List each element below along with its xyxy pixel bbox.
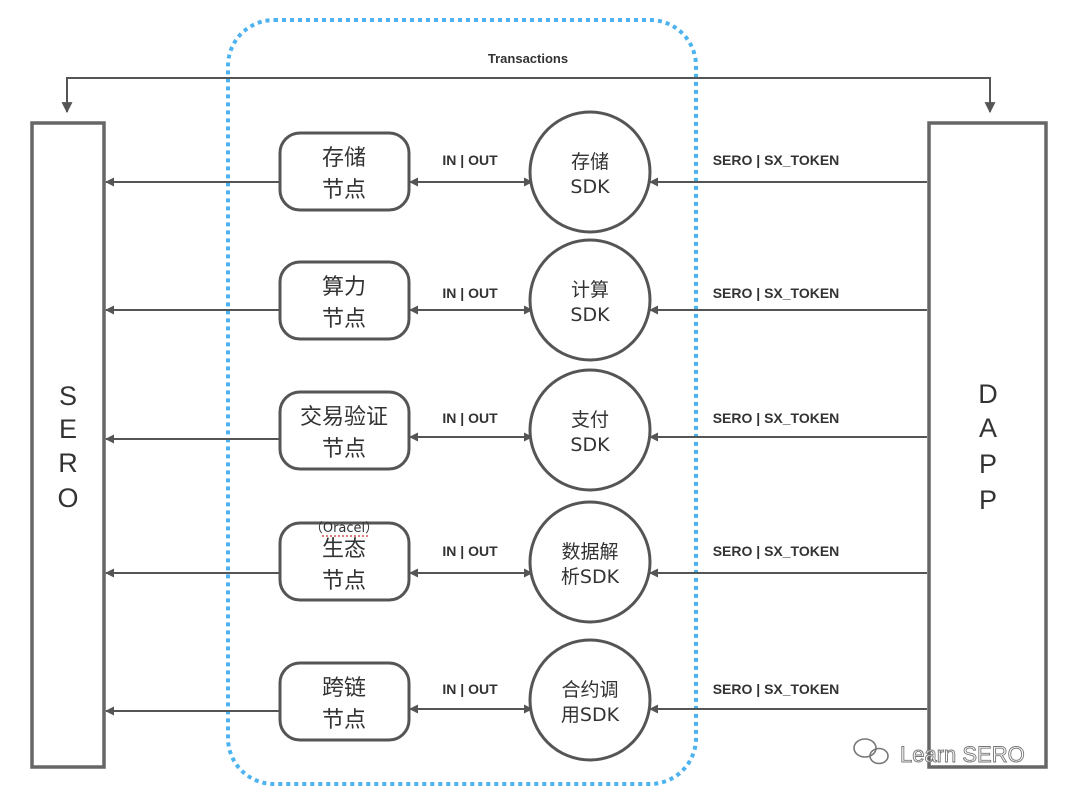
diagram-row: 跨链 节点 合约调 用SDK IN | OUT SERO | SX_TOKEN: [105, 638, 927, 762]
dapp-token-label: SERO | SX_TOKEN: [713, 681, 840, 697]
diagram-row: 存储 节点 存储 SDK IN | OUT SERO | SX_TOKEN: [105, 110, 927, 234]
diagram-row: 算力 节点 计算 SDK IN | OUT SERO | SX_TOKEN: [105, 238, 927, 362]
transactions-connector: [61, 77, 996, 114]
sdk-circle: [528, 238, 652, 362]
in-out-label: IN | OUT: [442, 152, 498, 168]
dapp-letter: D: [978, 379, 998, 409]
in-out-label: IN | OUT: [442, 681, 498, 697]
wechat-icon: [853, 738, 889, 765]
sdk-label: SDK: [570, 434, 610, 456]
dapp-token-label: SERO | SX_TOKEN: [713, 152, 840, 168]
sdk-label: 数据解: [561, 541, 618, 563]
sdk-circle: [528, 368, 652, 492]
dapp-letter: P: [979, 449, 997, 479]
dapp-token-label: SERO | SX_TOKEN: [713, 410, 840, 426]
node-label: 节点: [322, 437, 366, 462]
watermark-text: Learn SERO: [900, 742, 1025, 767]
sdk-label: SDK: [570, 304, 610, 326]
node-label: 存储: [322, 146, 366, 171]
node-label: 跨链: [322, 676, 366, 701]
in-out-label: IN | OUT: [442, 543, 498, 559]
sero-letter: E: [59, 414, 77, 444]
sdk-label: 析SDK: [561, 566, 620, 588]
transactions-label: Transactions: [488, 51, 568, 66]
oracle-tag: （Oracel）: [310, 521, 378, 536]
dapp-token-label: SERO | SX_TOKEN: [713, 285, 840, 301]
node-label: 节点: [322, 307, 366, 332]
sero-letter: O: [57, 483, 78, 513]
node-label: 节点: [322, 178, 366, 203]
diagram-row: （Oracel） 生态 节点 数据解 析SDK IN | OUT SERO | …: [105, 500, 927, 624]
node-box: [278, 131, 411, 212]
node-box: [278, 260, 411, 341]
sdk-label: 合约调: [561, 679, 618, 701]
node-label: 生态: [322, 537, 366, 562]
sdk-circle: [528, 500, 652, 624]
sdk-label: SDK: [570, 176, 610, 198]
in-out-label: IN | OUT: [442, 410, 498, 426]
node-box: [278, 661, 411, 742]
node-box: [278, 390, 411, 471]
node-label: 节点: [322, 708, 366, 733]
diagram-row: 交易验证 节点 支付 SDK IN | OUT SERO | SX_TOKEN: [105, 368, 927, 492]
dapp-token-label: SERO | SX_TOKEN: [713, 543, 840, 559]
sdk-label: 支付: [571, 409, 609, 431]
dapp-letter: A: [979, 413, 997, 443]
node-label: 交易验证: [300, 405, 388, 430]
watermark: Learn SERO: [853, 738, 1025, 767]
sdk-label: 计算: [571, 279, 609, 301]
in-out-label: IN | OUT: [442, 285, 498, 301]
node-box: [278, 521, 411, 602]
sdk-label: 用SDK: [561, 704, 620, 726]
node-label: 算力: [322, 275, 366, 300]
node-label: 节点: [322, 569, 366, 594]
sdk-circle: [528, 110, 652, 234]
transactions-boundary: [226, 18, 698, 786]
sero-letter: S: [59, 381, 77, 411]
dapp-panel: D A P P: [927, 121, 1048, 769]
sdk-circle: [528, 638, 652, 762]
dapp-letter: P: [979, 485, 997, 515]
sdk-label: 存储: [571, 151, 609, 173]
sero-letter: R: [58, 448, 78, 478]
sero-panel: S E R O: [30, 121, 106, 769]
